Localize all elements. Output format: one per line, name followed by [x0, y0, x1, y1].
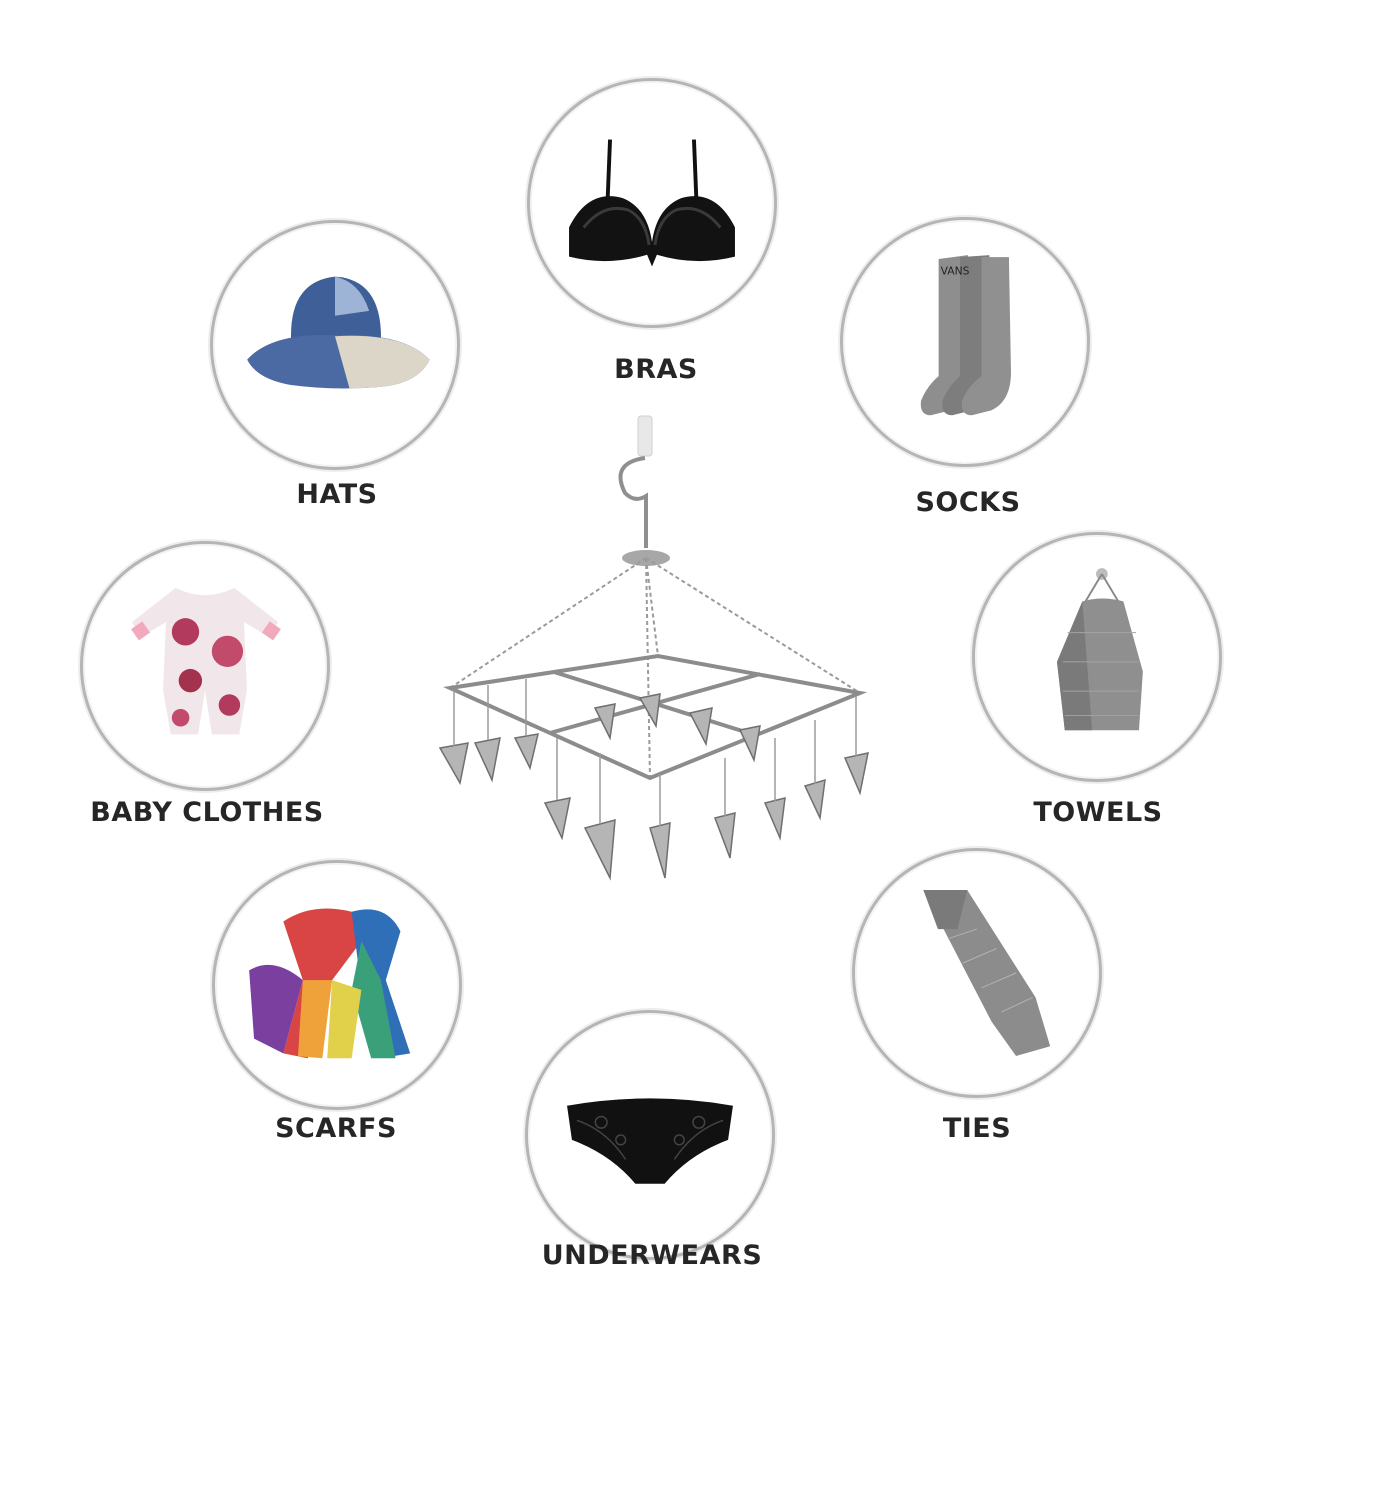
item-circle-hats: [210, 220, 460, 470]
clip-hanger-rack: [420, 408, 890, 908]
label-scarfs: SCARFS: [275, 1113, 397, 1144]
scarf-icon: [249, 908, 411, 1059]
baby-romper-icon: [131, 587, 281, 735]
label-towels: TOWELS: [1033, 797, 1163, 828]
item-circle-towels: [972, 532, 1222, 782]
clip-hanger-rack-icon: [438, 415, 869, 881]
item-circle-socks: VANS: [840, 217, 1090, 467]
label-hats: HATS: [296, 479, 378, 510]
label-ties: TIES: [942, 1113, 1012, 1144]
item-circle-ties: [852, 848, 1102, 1098]
label-baby-clothes: BABY CLOTHES: [90, 797, 324, 828]
item-circle-bras: [527, 78, 777, 328]
underwear-icon: [567, 1098, 733, 1184]
hat-icon: [247, 276, 430, 389]
item-circle-scarfs: [212, 860, 462, 1110]
bra-icon: [569, 139, 735, 267]
item-circle-baby-clothes: [80, 541, 330, 791]
towel-icon: [1056, 568, 1143, 731]
socks-icon: VANS: [920, 255, 1012, 416]
label-socks: SOCKS: [915, 487, 1021, 518]
item-circle-underwears: [525, 1010, 775, 1260]
svg-text:VANS: VANS: [941, 265, 970, 278]
label-underwears: UNDERWEARS: [541, 1240, 763, 1271]
label-bras: BRAS: [614, 354, 698, 385]
tie-icon: [923, 890, 1051, 1056]
